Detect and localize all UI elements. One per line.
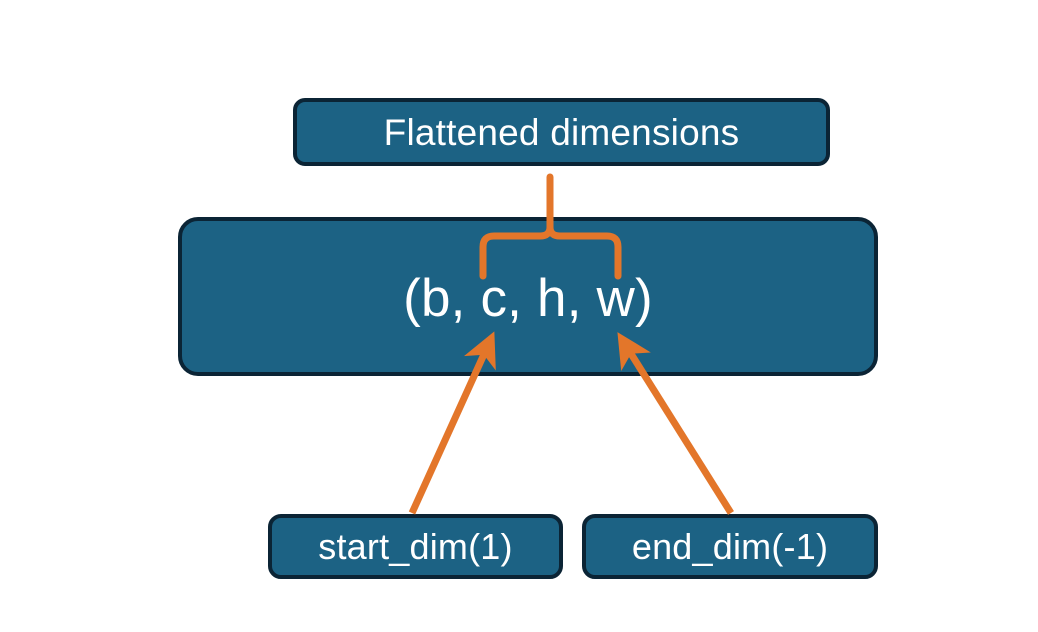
start-dim-label: start_dim(1) [318,525,513,567]
tensor-shape-label: (b, c, h, w) [403,269,653,328]
end-dim-box[interactable]: end_dim(-1) [582,514,878,579]
end-dim-label: end_dim(-1) [631,525,829,567]
flattened-dimensions-label: Flattened dimensions [383,111,740,153]
flattened-dimensions-box[interactable]: Flattened dimensions [293,98,830,166]
tensor-shape-box[interactable]: (b, c, h, w) [178,217,878,376]
start-dim-box[interactable]: start_dim(1) [268,514,563,579]
